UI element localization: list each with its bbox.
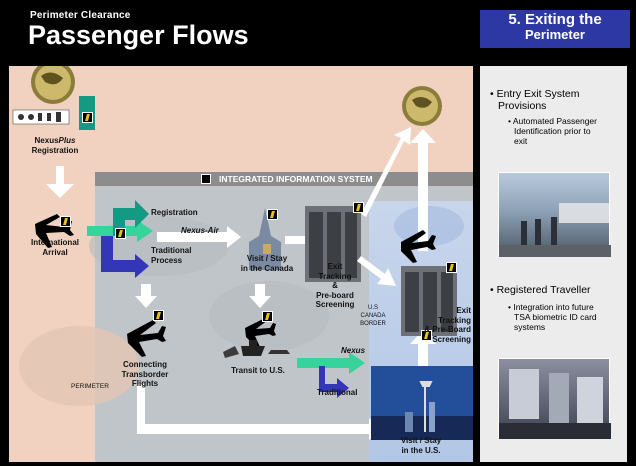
bolt-icon-canada bbox=[267, 209, 278, 220]
section-number: 5. Exiting the bbox=[508, 11, 602, 28]
bolt-icon-connecting bbox=[153, 310, 164, 321]
nexus-label: Nexus bbox=[341, 346, 366, 355]
bolt-icon bbox=[201, 174, 211, 184]
nexus-air-label: Nexus-Air bbox=[181, 226, 219, 235]
perimeter-label: PERIMETER bbox=[71, 383, 109, 390]
bolt-icon-exit-1 bbox=[353, 202, 364, 213]
bolt-icon-split bbox=[115, 228, 126, 239]
title-bar: Perimeter Clearance Passenger Flows bbox=[0, 0, 480, 64]
bolt-icon-arrival bbox=[60, 216, 71, 227]
screening-photo bbox=[498, 358, 611, 439]
section-badge: 5. Exiting the Perimeter bbox=[480, 10, 630, 48]
bolt-icon-exit-2 bbox=[446, 262, 457, 273]
registration-label: Registration bbox=[151, 208, 198, 217]
bolt-icon-seattle bbox=[421, 330, 432, 341]
section-name: Perimeter bbox=[525, 27, 585, 42]
integrated-system-label: INTEGRATED INFORMATION SYSTEM bbox=[219, 174, 373, 184]
sidebar-item-registered: • Registered Traveller bbox=[490, 284, 591, 296]
flow-diagram: INTEGRATED INFORMATION SYSTEM bbox=[9, 66, 473, 462]
slide-title: Passenger Flows bbox=[28, 20, 249, 50]
traditional-label: Traditional bbox=[317, 388, 358, 397]
bolt-icon-nexus bbox=[82, 112, 93, 123]
transit-label: Transit to U.S. bbox=[231, 366, 285, 375]
nexus-plus-label: NexusPlus Registration bbox=[31, 136, 79, 155]
bolt-icon-transit bbox=[262, 311, 273, 322]
airport-photo bbox=[498, 172, 611, 257]
slide-kicker: Perimeter Clearance bbox=[30, 10, 131, 21]
